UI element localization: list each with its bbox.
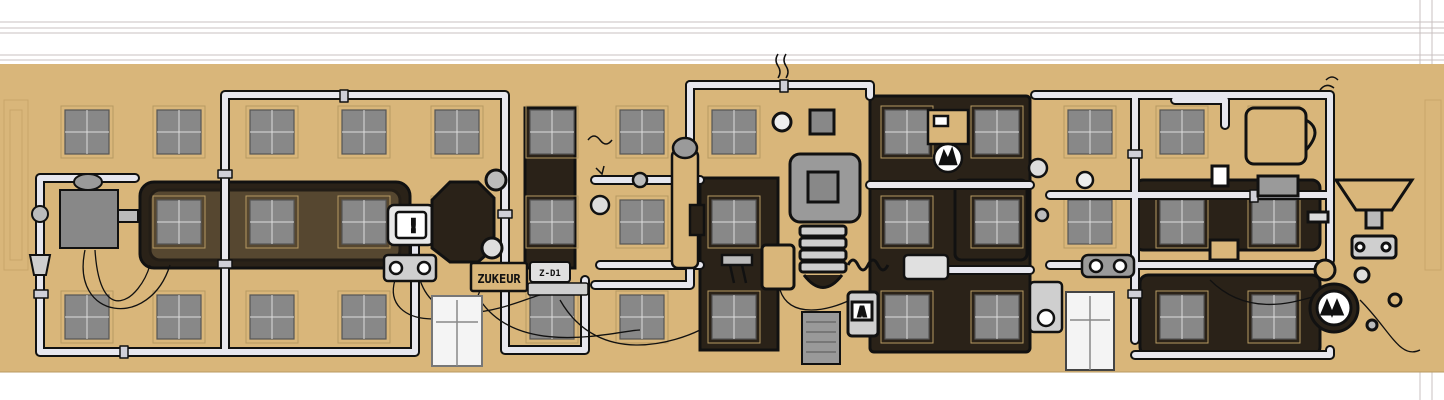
window [245, 195, 299, 249]
window [880, 105, 934, 159]
left-valve-machine [28, 173, 139, 276]
central-reactor: A [760, 108, 890, 338]
window [1063, 105, 1117, 159]
boiler-tank [430, 168, 508, 264]
window [1155, 105, 1209, 159]
window [1247, 290, 1301, 344]
window [430, 105, 484, 159]
window [245, 105, 299, 159]
tag-label: Z-D1 [539, 269, 561, 279]
valve-tower [589, 136, 754, 284]
window [880, 290, 934, 344]
door-left [431, 295, 483, 367]
facade-ornaments [3, 99, 1442, 271]
sign-label: ZUKEUR [477, 272, 521, 286]
window [152, 290, 206, 344]
window [970, 195, 1024, 249]
window [245, 290, 299, 344]
window [60, 105, 114, 159]
window [1155, 290, 1209, 344]
window [337, 195, 391, 249]
window [337, 290, 391, 344]
right-boiler [1208, 106, 1330, 262]
window-grid [60, 105, 1301, 344]
door-right [1065, 291, 1115, 371]
steam-marks [587, 53, 1339, 176]
window [615, 105, 669, 159]
window [970, 290, 1024, 344]
window [970, 105, 1024, 159]
sign-plate: ZUKEUR Z-D1 [469, 261, 589, 296]
window [60, 290, 114, 344]
window [707, 105, 761, 159]
window [707, 195, 761, 249]
tv-robot: ! [382, 203, 438, 283]
window [1247, 195, 1301, 249]
control-cabinet [902, 108, 1136, 334]
window [1155, 195, 1209, 249]
window [525, 195, 579, 249]
window [337, 105, 391, 159]
svg-text:!: ! [408, 216, 419, 237]
window [1063, 195, 1117, 249]
window [525, 290, 579, 344]
funnel-creature [1308, 178, 1415, 334]
window [615, 195, 669, 249]
window [615, 290, 669, 344]
window [152, 195, 206, 249]
window [152, 105, 206, 159]
window [525, 105, 579, 159]
window [880, 195, 934, 249]
window [707, 290, 761, 344]
panel-letter: A [858, 305, 866, 319]
vent-grate [801, 311, 841, 365]
